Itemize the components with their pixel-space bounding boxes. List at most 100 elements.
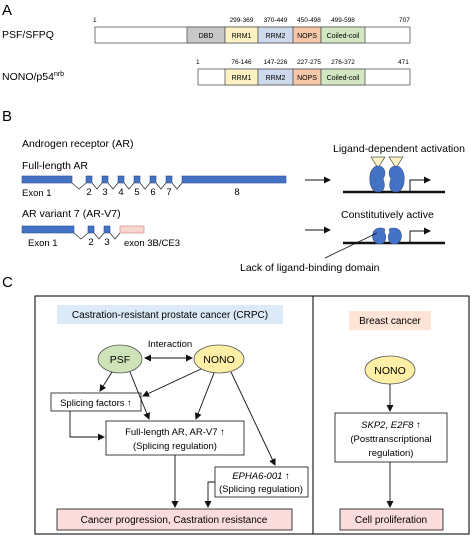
- psf-domain-coiled-coil-range: 499-598: [331, 17, 355, 24]
- nono-node: [193, 344, 245, 374]
- fl-exon-2: [85, 175, 93, 184]
- psf-domain-nops-range: 450-498: [297, 17, 321, 24]
- nono-to-ar-arrow: [194, 372, 215, 420]
- v7-exon-3: [103, 225, 111, 234]
- psf-label: PSF/SFPQ: [2, 29, 54, 41]
- nono-label-main: NONO/p54: [2, 71, 54, 83]
- v7-exon-1-label: Exon 1: [28, 238, 58, 249]
- epha6-line1: EPHA6-001 ↑: [232, 471, 290, 482]
- breast-nono-label: NONO: [374, 365, 406, 377]
- transcription-start-arrow-bottom: [409, 227, 431, 243]
- nono-to-splicing-arrow: [142, 368, 202, 397]
- skp2-line1: SKP2, E2F8 ↑: [361, 420, 421, 431]
- psf-to-splicing-arrow: [99, 371, 113, 392]
- fl-exon-3-label: 3: [102, 187, 107, 198]
- v7-intron-2: [93, 232, 105, 240]
- panel-b-letter: B: [2, 108, 12, 125]
- constitutive-label: Constitutively active: [341, 209, 434, 221]
- nono-domain-coiled-coil: [320, 68, 366, 86]
- psf-node-label: PSF: [110, 354, 130, 366]
- v7-exon-1: [21, 225, 75, 234]
- nono-protein-map: NONO/p54nrb 1 471 RRM1 76-146 RRM2 147-2…: [2, 59, 411, 86]
- skp2-line2: (Posttranscriptional: [350, 434, 431, 445]
- nono-label: NONO/p54nrb: [2, 71, 64, 83]
- fl-intron-1: [71, 182, 87, 190]
- fl-exon-7-label: 7: [166, 187, 171, 198]
- fl-intron-7: [171, 182, 183, 190]
- fl-exon-7: [165, 175, 173, 184]
- nono-to-epha6-arrow: [230, 371, 276, 466]
- skp2-box: [334, 412, 448, 463]
- fl-exon-1: [21, 175, 73, 184]
- crpc-title-box: [57, 305, 283, 324]
- psf-domain-nops-label: NOPS: [297, 33, 317, 40]
- ar-v7-dimer: [343, 227, 445, 245]
- splicing-to-ar-arrow: [69, 411, 105, 441]
- ar-v7-label: AR variant 7 (AR-V7): [22, 208, 121, 220]
- interaction-label: Interaction: [148, 339, 192, 350]
- breast-title-box: [349, 311, 431, 330]
- splicing-factors-box: [50, 392, 142, 412]
- full-length-ar-gene: Full-length AR Exon 1 2 3 4 5 6 7 8: [21, 160, 287, 199]
- psf-node: [97, 344, 143, 374]
- psf-domain-rrm1-range: 299-369: [230, 17, 254, 24]
- splicing-factors-label: Splicing factors ↑: [60, 398, 132, 409]
- fl-exon-5-label: 5: [134, 187, 139, 198]
- fl-exon-3: [101, 175, 109, 184]
- psf-domain-rrm2-range: 370-449: [264, 17, 288, 24]
- nono-domain-rrm2-label: RRM2: [266, 75, 286, 82]
- psf-domain-rrm2-label: RRM2: [266, 33, 286, 40]
- fl-exon-5: [133, 175, 141, 184]
- epha6-line2: (Splicing regulation): [219, 484, 303, 495]
- fl-exon-2-label: 2: [86, 187, 91, 198]
- nono-domain-rrm1-range: 76-146: [231, 59, 252, 66]
- nono-start-number: 1: [196, 59, 200, 66]
- cell-proliferation-box: [339, 508, 444, 531]
- v7-intron-3: [109, 232, 121, 240]
- fl-intron-5: [139, 182, 151, 190]
- ligand-left-icon: [370, 156, 386, 169]
- fl-intron-2: [91, 182, 103, 190]
- cancer-progression-box: [56, 508, 293, 531]
- transcription-start-arrow-top: [409, 176, 431, 192]
- psf-end-number: 707: [399, 17, 410, 24]
- psf-to-ar-arrow: [129, 371, 150, 420]
- nono-domain-coiled-coil-label: Coiled-coil: [327, 75, 360, 82]
- v7-exon-2-label: 2: [88, 237, 93, 248]
- fl-exon-6: [149, 175, 157, 184]
- panel-c-frame: [34, 295, 470, 535]
- psf-domain-coiled-coil: [320, 26, 366, 44]
- psf-domain-dbd-label: DBD: [199, 33, 214, 40]
- breast-title: Breast cancer: [359, 316, 421, 327]
- full-length-ar-label: Full-length AR: [22, 160, 88, 172]
- ar-regulation-line2: (Splicing regulation): [133, 441, 217, 452]
- fl-exon-4-label: 4: [118, 187, 123, 198]
- fl-intron-4: [123, 182, 135, 190]
- ar-v7-monomer-right-icon: [388, 227, 402, 245]
- fl-intron-6: [155, 182, 167, 190]
- v7-exon-2: [87, 225, 95, 234]
- nono-domain-rrm1-label: RRM1: [232, 75, 252, 82]
- ligand-right-icon: [388, 156, 404, 169]
- psf-domain-rrm1-label: RRM1: [232, 33, 252, 40]
- psf-domain-coiled-coil-label: Coiled-coil: [327, 33, 360, 40]
- lack-lbd-pointer: [324, 232, 378, 259]
- nono-domain-rrm2-range: 147-226: [264, 59, 288, 66]
- v7-intron-1: [73, 232, 89, 240]
- ar-v7-gene: AR variant 7 (AR-V7) Exon 1 2 3 exon 3B/…: [21, 208, 180, 249]
- nono-domain-nops-range: 227-275: [297, 59, 321, 66]
- psf-start-number: 1: [93, 17, 97, 24]
- fl-exon-6-label: 6: [150, 187, 155, 198]
- fl-exon-4: [117, 175, 125, 184]
- psf-protein-map: PSF/SFPQ 1 707 DBD RRM1 299-369 RRM2 370…: [2, 17, 411, 44]
- fl-exon-8-label: 8: [234, 187, 239, 198]
- nono-label-superscript: nrb: [54, 71, 64, 78]
- ar-monomer-right-icon: [388, 165, 405, 193]
- ar-regulation-box: [105, 420, 245, 456]
- cancer-progression-label: Cancer progression, Castration resistanc…: [81, 515, 268, 526]
- ligand-dependent-label: Ligand-dependent activation: [333, 143, 465, 155]
- skp2-line3: regulation): [369, 448, 414, 459]
- crpc-title: Castration-resistant prostate cancer (CR…: [72, 310, 268, 321]
- ar-monomer-left-icon: [369, 165, 386, 193]
